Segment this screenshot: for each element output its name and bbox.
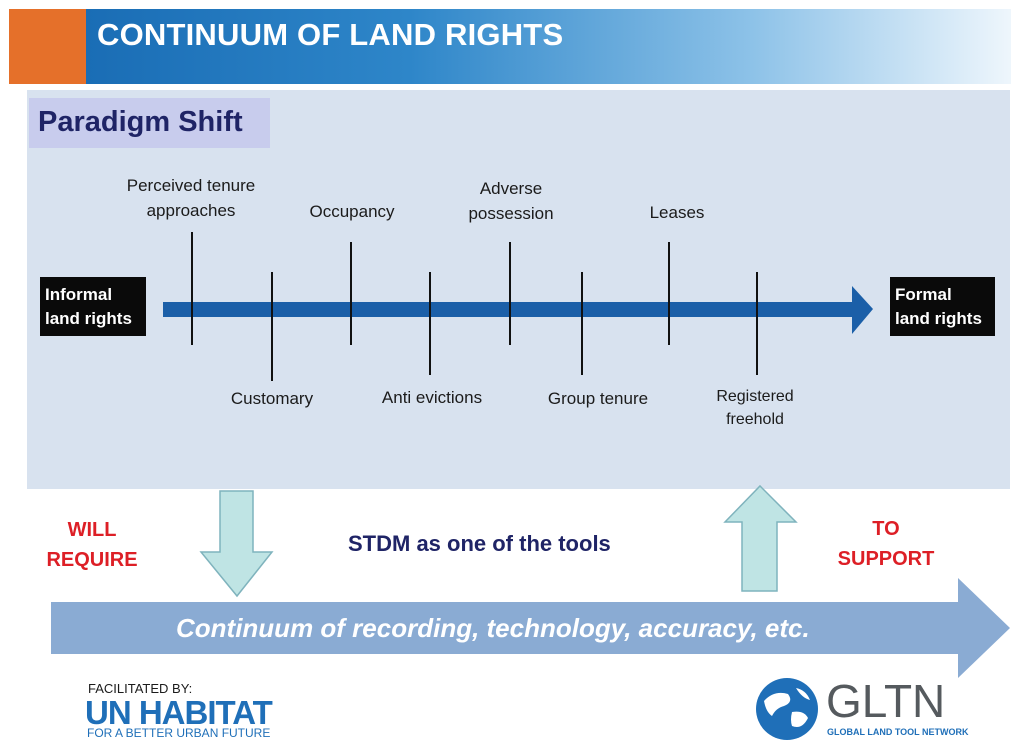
formal-line-1: Formal xyxy=(895,285,952,304)
label-registered-freehold: Registered freehold xyxy=(716,385,793,431)
informal-line-2: land rights xyxy=(45,309,132,328)
label-perceived-tenure: Perceived tenure approaches xyxy=(127,173,256,223)
label-line: freehold xyxy=(726,411,784,428)
gltn-logo: GLTN xyxy=(826,675,946,727)
label-line: Occupancy xyxy=(309,202,395,221)
label-leases: Leases xyxy=(650,200,705,225)
band-arrow xyxy=(51,578,1010,678)
title-bar xyxy=(86,9,1011,84)
label-line: Anti evictions xyxy=(381,388,483,407)
up-arrow xyxy=(723,484,798,592)
un-habitat-tagline: FOR A BETTER URBAN FUTURE xyxy=(87,726,271,740)
gltn-tagline: GLOBAL LAND TOOL NETWORK xyxy=(827,727,969,737)
panel-heading: Paradigm Shift xyxy=(38,106,243,138)
label-line: approaches xyxy=(146,201,236,220)
label-line: Perceived tenure xyxy=(126,176,256,195)
to-support-note: TO SUPPORT xyxy=(838,514,935,574)
label-line: Group tenure xyxy=(547,389,649,408)
label-line: possession xyxy=(468,204,554,223)
informal-line-1: Informal xyxy=(45,285,113,304)
continuum-arrow-head xyxy=(852,286,873,334)
stdm-note: STDM as one of the tools xyxy=(348,531,611,556)
page-title: CONTINUUM OF LAND RIGHTS xyxy=(97,17,564,52)
globe-icon xyxy=(756,678,818,740)
facilitated-label: FACILITATED BY: xyxy=(88,681,193,696)
un-habitat-logo: UN HABITAT xyxy=(85,694,273,731)
note-line: WILL xyxy=(67,519,117,541)
will-require-note: WILL REQUIRE xyxy=(46,515,137,575)
label-line: Customary xyxy=(230,389,314,408)
panel-heading-box xyxy=(29,98,270,148)
formal-land-rights-box: Formal land rights xyxy=(890,277,995,336)
down-arrow xyxy=(199,490,274,598)
label-anti-evictions: Anti evictions xyxy=(382,385,482,410)
label-group-tenure: Group tenure xyxy=(548,386,648,411)
diagram-panel xyxy=(27,90,1010,489)
formal-line-2: land rights xyxy=(895,309,982,328)
note-line: REQUIRE xyxy=(46,549,138,571)
header-accent xyxy=(9,9,86,84)
band-caption: Continuum of recording, technology, accu… xyxy=(176,613,810,643)
informal-land-rights-box: Informal land rights xyxy=(40,277,146,336)
label-line: Registered xyxy=(716,388,794,405)
label-adverse-possession: Adverse possession xyxy=(468,176,553,226)
note-line: SUPPORT xyxy=(837,548,935,570)
label-line: Leases xyxy=(649,203,705,222)
label-occupancy: Occupancy xyxy=(309,199,394,224)
label-line: Adverse xyxy=(479,179,543,198)
label-customary: Customary xyxy=(231,386,313,411)
note-line: TO xyxy=(872,518,900,540)
